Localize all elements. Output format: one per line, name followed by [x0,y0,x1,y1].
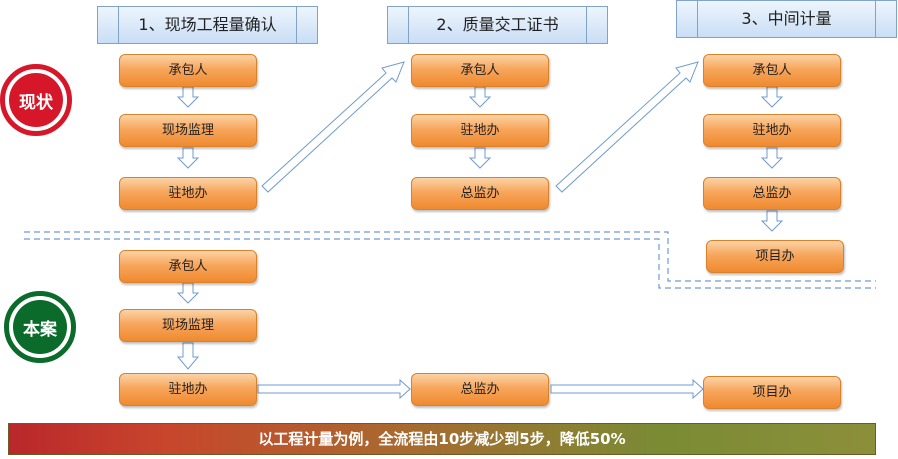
current-badge-label: 现状 [9,73,63,127]
current-col1-resident-office: 驻地办 [119,177,257,210]
current-col3-project-office: 项目办 [706,240,844,273]
step-header-3: 3、中间计量 [676,0,897,38]
down-arrow [176,147,200,169]
current-col1-site-supervision: 现场监理 [119,114,257,147]
down-arrow [468,147,492,169]
proposal-project-office: 项目办 [703,376,841,409]
down-arrow [176,86,200,108]
current-col2-chief-supervision: 总监办 [411,177,549,210]
down-arrow [760,147,784,169]
proposal-resident-office: 驻地办 [119,373,257,406]
right-arrow [257,378,411,400]
current-col3-contractor: 承包人 [703,54,841,87]
proposal-site-supervision: 现场监理 [119,309,257,342]
proposal-chief-supervision: 总监办 [411,373,549,406]
proposal-badge: 本案 [4,291,76,363]
proposal-badge-label: 本案 [13,300,67,354]
diagonal-arrow [261,61,405,193]
current-col3-resident-office: 驻地办 [703,114,841,147]
right-arrow [550,378,704,400]
down-arrow [760,86,784,108]
down-arrow [468,86,492,108]
current-col2-contractor: 承包人 [411,54,549,87]
current-col3-chief-supervision: 总监办 [703,177,841,210]
current-col1-contractor: 承包人 [119,54,257,87]
current-col2-resident-office: 驻地办 [411,114,549,147]
summary-banner: 以工程计量为例，全流程由10步减少到5步，降低50% [8,423,876,455]
proposal-contractor: 承包人 [119,250,257,283]
step-header-1: 1、现场工程量确认 [97,6,318,44]
current-badge: 现状 [0,64,72,136]
step-header-2: 2、质量交工证书 [387,6,608,44]
down-arrow [176,282,200,304]
dashed-separator [24,238,876,289]
dashed-separator [24,231,876,282]
diagonal-arrow [555,61,699,193]
down-arrow [760,210,784,232]
down-arrow [176,342,200,370]
